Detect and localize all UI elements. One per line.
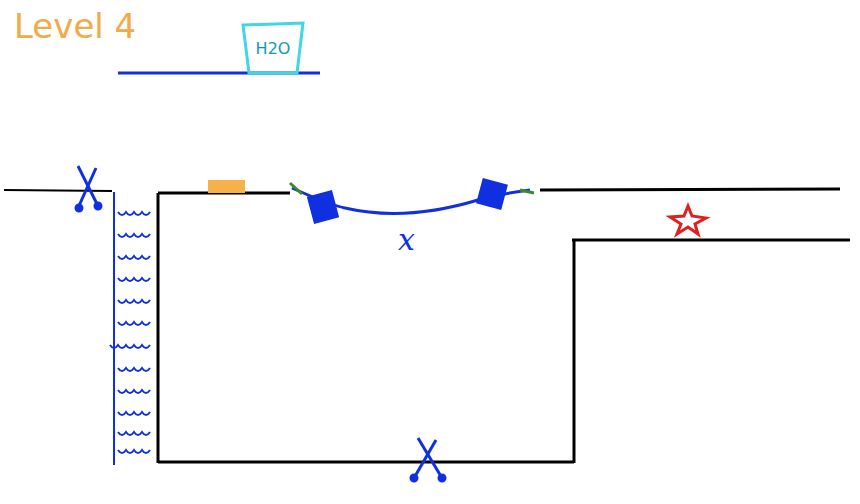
pit-outline	[158, 189, 850, 463]
can-label-group: H2O	[240, 20, 306, 58]
switch-block	[208, 180, 245, 193]
goal-star	[670, 206, 706, 234]
x-mark	[411, 438, 445, 481]
anchor	[520, 190, 534, 193]
level-title: Level 4	[14, 6, 136, 46]
x-mark	[76, 166, 101, 211]
can-label: H2O	[240, 39, 306, 58]
water-can: H2O	[240, 20, 306, 76]
rope-mark: x	[398, 222, 415, 257]
block	[307, 190, 339, 224]
ground-line	[4, 190, 112, 191]
waterfall	[110, 192, 150, 465]
anchor	[290, 183, 302, 194]
block	[476, 178, 508, 210]
